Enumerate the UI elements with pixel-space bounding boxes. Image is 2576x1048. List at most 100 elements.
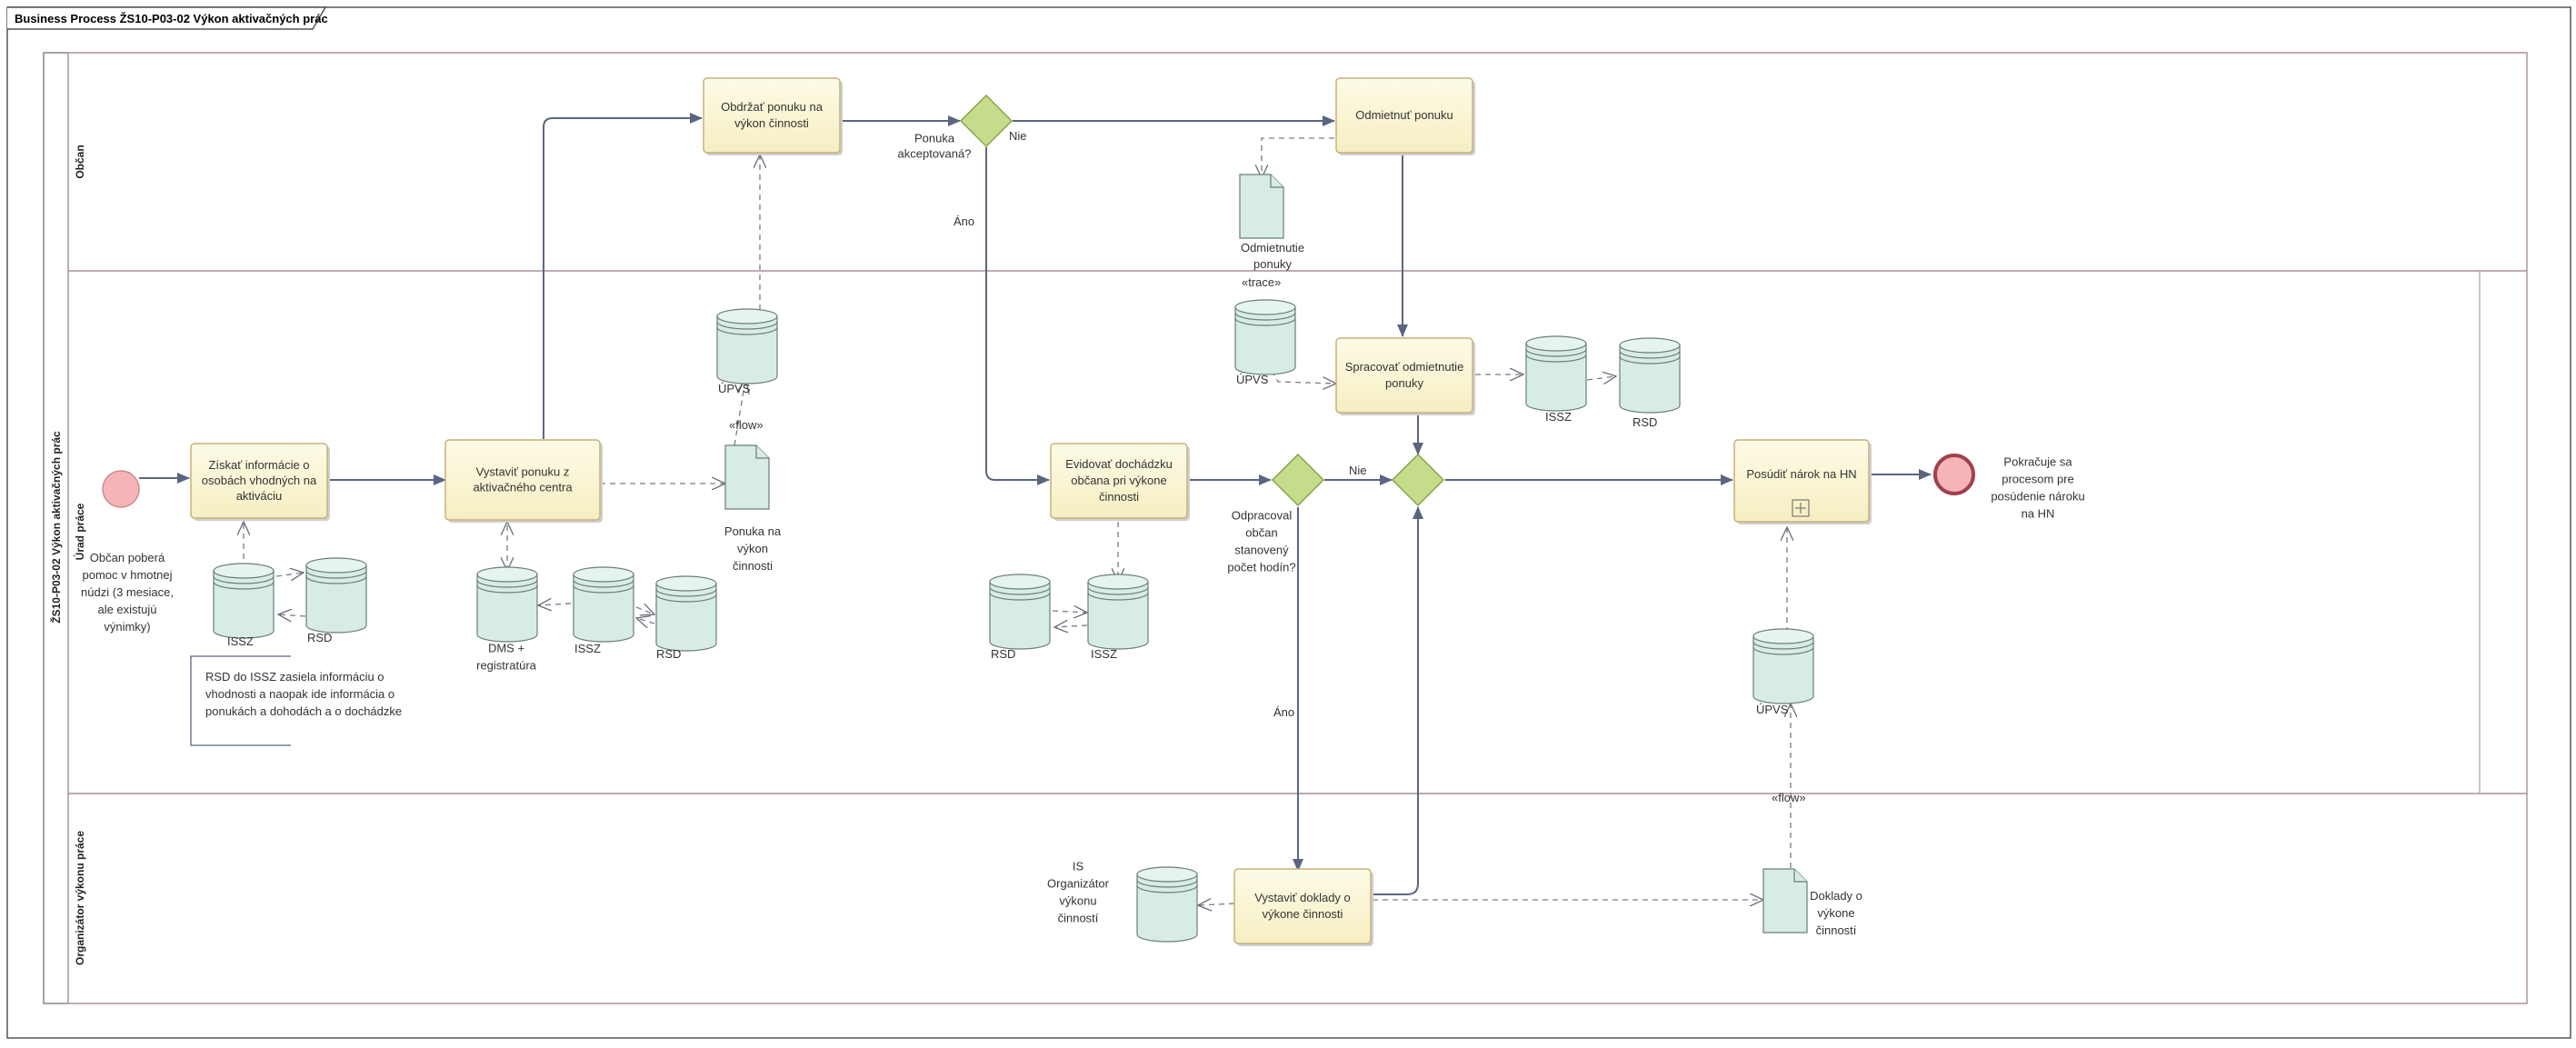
store-issz2 [573, 566, 634, 643]
text-line: výkonu [1059, 894, 1096, 908]
text-line: ale existujú [97, 603, 156, 616]
text-line: núdzi (3 mesiace, [81, 585, 174, 599]
assoc-issz3-rsd3 [1586, 376, 1616, 380]
pool-title: ŽS10-P03-02 Výkon aktivačných prác [49, 431, 63, 624]
label-gw2-nie: Nie [1349, 464, 1367, 477]
lane-organizer-label: Organizátor výkonu práce [74, 831, 86, 965]
lane-office-label: Úrad práce [73, 503, 86, 560]
text-line: počet hodín? [1227, 561, 1295, 574]
start-event [102, 470, 140, 508]
store-issz4 [1087, 574, 1149, 650]
label-gw2-ano: Áno [1273, 705, 1294, 719]
task-ziskat-informacie[interactable]: Získať informácie o osobách vhodných na ak… [190, 443, 330, 521]
lane-citizen-label: Občan [74, 145, 86, 178]
text-line: Organizátor [1047, 877, 1110, 891]
text-line: Doklady o [1810, 889, 1862, 903]
flow-doklady-to-gw3 [1371, 506, 1423, 895]
label-store-issz4: ISSZ [1091, 647, 1117, 661]
text-line: Odmietnutie [1241, 241, 1304, 255]
text-annotation [190, 655, 291, 746]
label-gw2: Odpracoval občan stanovený počet hodín? [1227, 509, 1295, 574]
text-line: výnimky) [104, 620, 150, 634]
text-line: výkone činnosti [1263, 907, 1343, 921]
doc-doklady-o-vykone [1762, 868, 1808, 933]
text-line: Posúdiť nárok na HN [1746, 467, 1856, 481]
store-issz3 [1525, 335, 1587, 412]
text-line: RSD do ISSZ zasiela informáciu o [205, 670, 384, 684]
task-vystavit-doklady[interactable]: Vystaviť doklady o výkone činnosti [1233, 868, 1373, 946]
label-store-upvs2: ÚPVS [1236, 373, 1269, 386]
text-line: posúdenie nároku [1991, 490, 2084, 504]
end-event [1933, 454, 1975, 495]
gateway-ponuka-akceptovana [959, 94, 1013, 148]
task-posudit-narok[interactable]: Posúdiť nárok na HN [1733, 439, 1872, 524]
assoc-rsd1-issz1 [278, 614, 306, 616]
label-store-upvs3: ÚPVS [1756, 703, 1789, 716]
assoc-ponuka-upvs1 [734, 380, 745, 446]
text-line: osobách vhodných na [202, 474, 317, 487]
label-store-issz1: ISSZ [227, 634, 254, 648]
text-line: Evidovať dochádzku [1065, 457, 1173, 471]
store-upvs3 [1752, 628, 1814, 704]
subprocess-marker-icon [1792, 499, 1810, 517]
gateway-odpracoval [1271, 453, 1325, 507]
store-dms [476, 566, 538, 643]
label-store-issz2: ISSZ [574, 642, 601, 655]
text-line: činností [1816, 923, 1857, 937]
assoc-vystavit-isorg [1198, 903, 1235, 905]
assoc-issz1-rsd1 [275, 573, 304, 576]
text-line: Získať informácie o [208, 458, 309, 472]
label-start-note: Občan poberá pomoc v hmotnej núdzi (3 mesi… [81, 551, 174, 634]
text-line: DMS + [488, 642, 524, 655]
text-line: stanovený [1234, 544, 1289, 557]
text-line: aktivačného centra [473, 481, 573, 494]
text-line: registratúra [476, 659, 537, 673]
label-trace: «trace» [1242, 275, 1281, 289]
text-line: Odpracoval [1232, 509, 1293, 523]
store-issz1 [213, 563, 275, 639]
text-line: Pokračuje sa [2003, 455, 2072, 469]
label-store-issz3: ISSZ [1545, 410, 1572, 424]
text-line: výkone [1817, 906, 1854, 920]
text-line: IS [1073, 860, 1084, 873]
text-line: procesom pre [2002, 473, 2073, 486]
text-line: vhodnosti a naopak ide informácia o [205, 687, 394, 701]
text-line: Odmietnuť ponuku [1355, 108, 1453, 122]
store-upvs1 [716, 308, 778, 384]
text-line: Vystaviť doklady o [1254, 891, 1351, 904]
text-line: aktiváciu [236, 489, 283, 503]
text-line: občan [1245, 526, 1277, 540]
label-store-rsd1: RSD [307, 631, 332, 644]
sequence-flows [139, 113, 1932, 895]
flow-vystavit-to-obdrzat [543, 113, 703, 439]
label-flow-2: «flow» [1772, 791, 1806, 804]
label-store-rsd4: RSD [991, 647, 1015, 661]
task-odmietnut-ponuku[interactable]: Odmietnuť ponuku [1335, 77, 1475, 155]
text-line: činnosti [733, 559, 773, 573]
store-rsd2 [655, 575, 717, 652]
label-doc-doklady: Doklady o výkone činností [1810, 889, 1862, 937]
label-store-rsd3: RSD [1632, 415, 1657, 429]
flow-gw1-ano [985, 147, 1050, 485]
data-stores [213, 299, 1814, 943]
assoc-odmietnut-doc [1262, 137, 1334, 178]
text-line: pomoc v hmotnej [83, 568, 173, 582]
text-line: Spracovať odmietnutie [1345, 360, 1464, 374]
doc-odmietnutie-ponuky [1239, 174, 1284, 239]
assoc-issz2-rsd2 [635, 607, 654, 614]
text-line: na HN [2022, 507, 2055, 521]
text-line: Obdržať ponuku na [721, 100, 824, 114]
text-line: Občan poberá [90, 551, 165, 564]
label-gw1-ano: Áno [954, 215, 974, 228]
text-line: činnosti [1099, 490, 1139, 504]
data-associations [244, 137, 1791, 905]
diagram-frame: Business Process ŽS10-P03-02 Výkon aktiv… [6, 6, 2571, 1039]
label-annotation: RSD do ISSZ zasiela informáciu o vhodnost… [205, 670, 402, 718]
